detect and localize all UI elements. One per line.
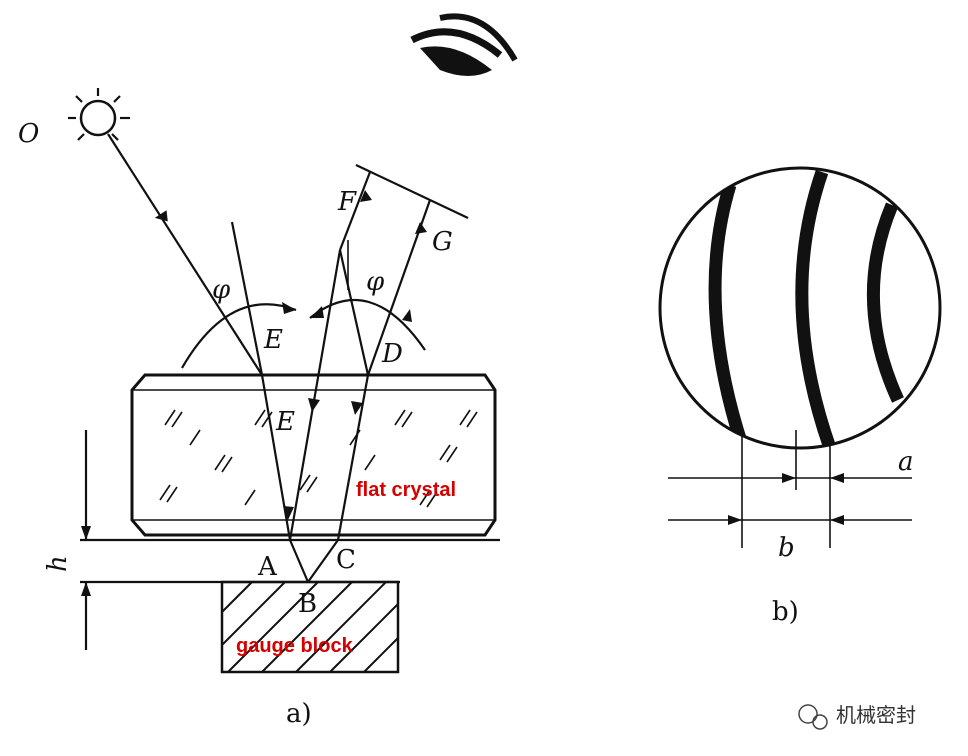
label-phi-right: φ	[366, 267, 385, 297]
label-e-inner: E	[275, 407, 295, 437]
light-rays	[107, 133, 469, 583]
label-dim-a: a	[898, 447, 914, 477]
wechat-icon	[798, 704, 828, 730]
label-dim-b: b	[778, 533, 795, 563]
label-f: F	[337, 187, 357, 217]
caption-a: a)	[286, 699, 312, 729]
gap-lines	[80, 430, 500, 650]
label-b-point: B	[298, 589, 317, 619]
annotation-gauge-block: gauge block	[236, 635, 354, 657]
label-e-top: E	[263, 325, 283, 355]
label-o: O	[18, 119, 39, 149]
label-phi-left: φ	[212, 275, 231, 305]
flat-crystal	[130, 373, 497, 537]
fringe-view	[658, 166, 942, 548]
watermark-text: 机械密封	[836, 703, 916, 727]
eye-icon	[410, 13, 518, 76]
label-d: D	[381, 339, 403, 369]
caption-b: b)	[772, 597, 799, 627]
light-source-icon	[68, 88, 130, 141]
label-a-point: A	[257, 552, 278, 582]
label-g: G	[432, 227, 453, 257]
angle-arcs	[181, 298, 426, 369]
annotation-flat-crystal: flat crystal	[356, 479, 456, 501]
label-h: h	[43, 555, 73, 572]
gauge-block	[220, 580, 400, 674]
label-c-point: C	[336, 545, 356, 575]
